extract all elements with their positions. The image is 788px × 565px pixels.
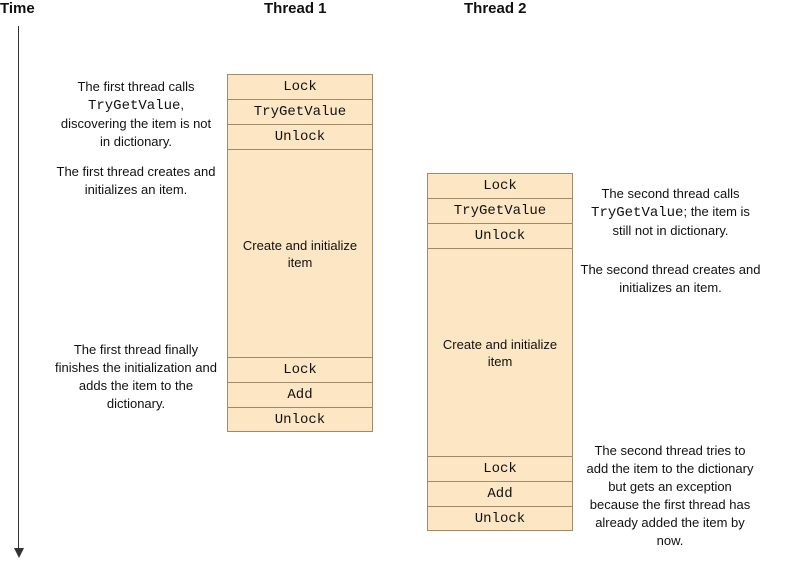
time-axis-line bbox=[18, 26, 19, 550]
thread2-lock-step: Lock bbox=[427, 173, 573, 198]
thread1-calls-code: TryGetValue bbox=[87, 98, 181, 114]
thread1-lock-add-step: Lock bbox=[227, 357, 373, 382]
thread1-calls-rest: , discovering the item is not in diction… bbox=[60, 97, 212, 149]
thread2-header: Thread 2 bbox=[464, 0, 527, 17]
thread2-trygetvalue-step: TryGetValue bbox=[427, 198, 573, 223]
thread1-calls-text: The first thread calls bbox=[77, 79, 195, 94]
thread1-calls-note: The first thread calls TryGetValue, disc… bbox=[56, 78, 216, 151]
thread2-calls-note: The second thread calls TryGetValue; the… bbox=[583, 185, 758, 240]
thread2-creates-note: The second thread creates and initialize… bbox=[580, 262, 761, 295]
thread1-trygetvalue-step: TryGetValue bbox=[227, 99, 373, 124]
thread2-final-unlock-step: Unlock bbox=[427, 506, 573, 531]
thread2-tries-note: The second thread tries to add the item … bbox=[586, 443, 754, 548]
time-axis-label: Time bbox=[0, 0, 35, 17]
thread1-final-unlock-step: Unlock bbox=[227, 407, 373, 432]
thread1-header: Thread 1 bbox=[264, 0, 327, 17]
thread2-timeline: Lock TryGetValue Unlock Create and initi… bbox=[427, 173, 573, 531]
thread2-create-item-step: Create and initialize item bbox=[427, 248, 573, 456]
thread1-timeline: Lock TryGetValue Unlock Create and initi… bbox=[227, 74, 373, 432]
thread2-unlock-step: Unlock bbox=[427, 223, 573, 248]
thread1-add-step: Add bbox=[227, 382, 373, 407]
thread1-finishes-note: The first thread finally finishes the in… bbox=[55, 342, 217, 411]
thread1-lock-step: Lock bbox=[227, 74, 373, 99]
thread2-calls-rest: ; the item is still not in dictionary. bbox=[612, 204, 750, 238]
thread1-creates-note: The first thread creates and initializes… bbox=[56, 164, 216, 197]
thread2-calls-text: The second thread calls bbox=[601, 186, 740, 201]
thread2-calls-code: TryGetValue bbox=[591, 205, 684, 221]
thread1-create-item-step: Create and initialize item bbox=[227, 149, 373, 357]
thread2-add-step: Add bbox=[427, 481, 573, 506]
time-axis-arrow-icon bbox=[14, 548, 24, 558]
thread1-unlock-step: Unlock bbox=[227, 124, 373, 149]
thread2-lock-add-step: Lock bbox=[427, 456, 573, 481]
